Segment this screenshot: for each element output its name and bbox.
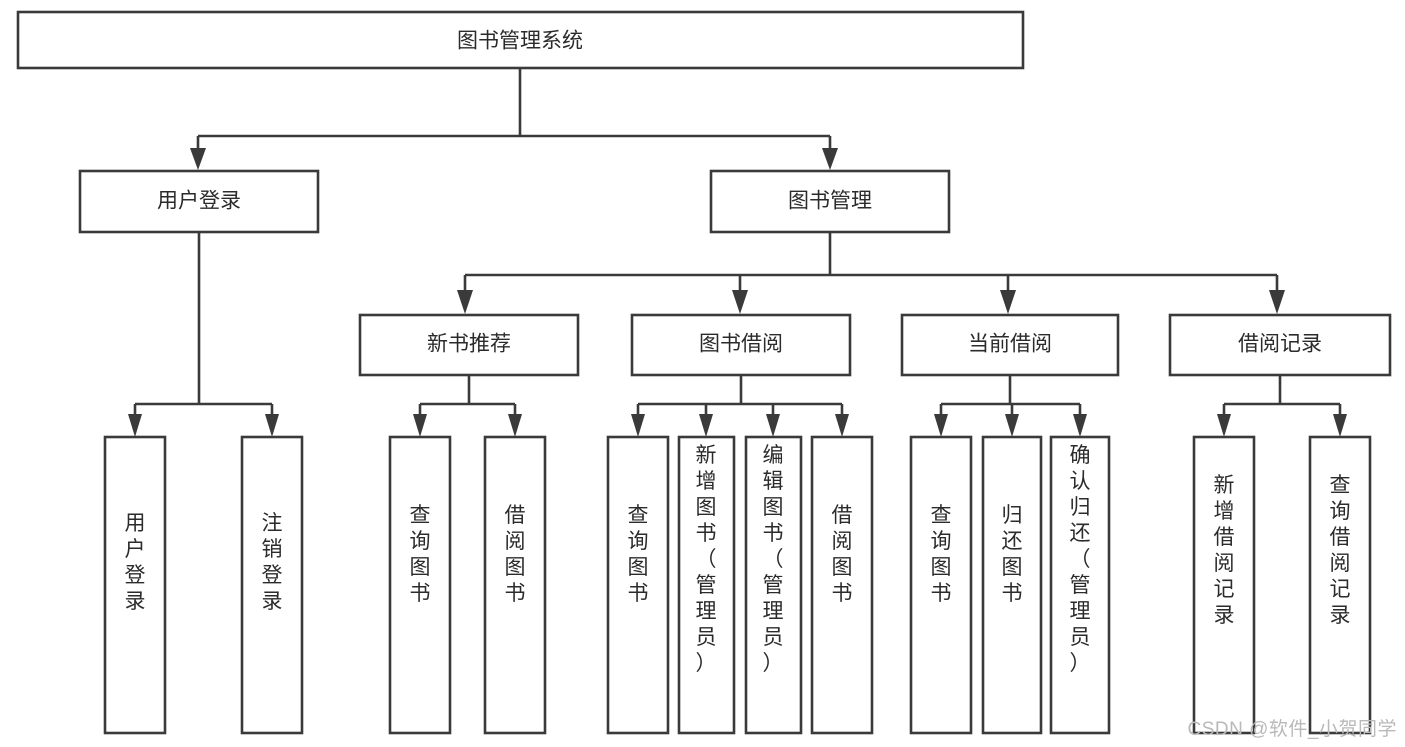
leaf-new-book-1-box[interactable] xyxy=(483,435,547,735)
leaf-current-borrow-0-label: 查询图书 xyxy=(931,504,952,605)
arrowhead-userlogin-0-icon xyxy=(128,414,142,437)
node-root[interactable]: 图书管理系统 xyxy=(16,10,1025,70)
leaf-current-borrow-0-box[interactable] xyxy=(909,435,973,735)
node-book-management-label: 图书管理 xyxy=(788,190,872,213)
leaf-user-login-1-box[interactable] xyxy=(240,435,304,735)
leaf-book-borrow-3-box[interactable] xyxy=(810,435,874,735)
arrowhead-level1-1-icon xyxy=(822,148,838,170)
node-new-book-recommend-box[interactable] xyxy=(358,313,580,377)
leaf-current-borrow-2-label: 确认归还（管理员） xyxy=(1070,444,1091,675)
arrowhead-bookborrow-3-icon xyxy=(835,414,849,437)
leaf-borrow-records-0-box[interactable] xyxy=(1192,435,1256,735)
leaf-book-borrow-3[interactable]: 借阅图书 xyxy=(810,435,874,735)
arrowhead-currentborrow-2-icon xyxy=(1073,414,1087,437)
leaf-user-login-0-box[interactable] xyxy=(103,435,167,735)
node-borrow-records-box[interactable] xyxy=(1168,313,1392,377)
arrowhead-level2-1-icon xyxy=(732,290,748,314)
leaf-user-login-0-label: 用户登录 xyxy=(125,512,146,613)
node-current-borrow-label: 当前借阅 xyxy=(968,333,1052,356)
leaf-current-borrow-1[interactable]: 归还图书 xyxy=(981,435,1043,735)
leaf-new-book-1-label: 借阅图书 xyxy=(505,504,526,605)
leaf-book-borrow-1[interactable]: 新增图书（管理员） xyxy=(677,435,736,735)
arrowhead-level1-0-icon xyxy=(190,148,206,170)
leaf-current-borrow-1-box[interactable] xyxy=(981,435,1043,735)
node-user-login[interactable]: 用户登录 xyxy=(78,169,320,234)
leaf-borrow-records-0-label: 新增借阅记录 xyxy=(1214,474,1235,627)
node-book-management-box[interactable] xyxy=(709,169,951,234)
leaf-book-borrow-1-box[interactable] xyxy=(677,435,736,735)
leaf-user-login-0[interactable]: 用户登录 xyxy=(103,435,167,735)
leaf-book-borrow-3-label: 借阅图书 xyxy=(832,504,853,605)
leaf-borrow-records-1[interactable]: 查询借阅记录 xyxy=(1308,435,1372,735)
leaf-book-borrow-1-label: 新增图书（管理员） xyxy=(696,444,717,675)
node-user-login-label: 用户登录 xyxy=(157,190,241,213)
arrowhead-level2-2-icon xyxy=(1000,290,1016,314)
node-book-management[interactable]: 图书管理 xyxy=(709,169,951,234)
arrowhead-bookborrow-0-icon xyxy=(631,414,645,437)
leaf-book-borrow-0[interactable]: 查询图书 xyxy=(606,435,670,735)
node-new-book-recommend[interactable]: 新书推荐 xyxy=(358,313,580,377)
arrowhead-userlogin-1-icon xyxy=(265,414,279,437)
arrowhead-bookborrow-2-icon xyxy=(766,414,780,437)
leaf-new-book-0-box[interactable] xyxy=(388,435,452,735)
leaf-new-book-1[interactable]: 借阅图书 xyxy=(483,435,547,735)
arrowhead-level2-3-icon xyxy=(1269,290,1285,314)
leaf-book-borrow-0-label: 查询图书 xyxy=(628,504,649,605)
arrowhead-level2-0-icon xyxy=(457,290,473,314)
node-borrow-records-label: 借阅记录 xyxy=(1238,333,1322,356)
node-book-borrow-label: 图书借阅 xyxy=(699,333,783,356)
arrowhead-bookborrow-1-icon xyxy=(699,414,713,437)
leaf-book-borrow-2[interactable]: 编辑图书（管理员） xyxy=(744,435,803,735)
leaf-borrow-records-1-box[interactable] xyxy=(1308,435,1372,735)
leaf-new-book-0-label: 查询图书 xyxy=(410,504,431,605)
leaf-borrow-records-0[interactable]: 新增借阅记录 xyxy=(1192,435,1256,735)
node-book-borrow-box[interactable] xyxy=(630,313,852,377)
leaf-book-borrow-0-box[interactable] xyxy=(606,435,670,735)
leaf-current-borrow-1-label: 归还图书 xyxy=(1002,504,1023,605)
node-book-borrow[interactable]: 图书借阅 xyxy=(630,313,852,377)
node-new-book-recommend-label: 新书推荐 xyxy=(427,333,511,356)
csdn-watermark: CSDN @软件_小贺同学 xyxy=(1187,719,1397,740)
leaf-borrow-records-1-label: 查询借阅记录 xyxy=(1330,474,1351,627)
leaf-book-borrow-2-box[interactable] xyxy=(744,435,803,735)
arrowhead-currentborrow-1-icon xyxy=(1005,414,1019,437)
node-borrow-records[interactable]: 借阅记录 xyxy=(1168,313,1392,377)
leaf-current-borrow-2[interactable]: 确认归还（管理员） xyxy=(1049,435,1111,735)
arrowhead-borrowrecords-1-icon xyxy=(1333,414,1347,437)
leaf-current-borrow-0[interactable]: 查询图书 xyxy=(909,435,973,735)
node-current-borrow[interactable]: 当前借阅 xyxy=(900,313,1120,377)
node-root-label: 图书管理系统 xyxy=(457,30,583,53)
arrowhead-currentborrow-0-icon xyxy=(934,414,948,437)
leaf-book-borrow-2-label: 编辑图书（管理员） xyxy=(763,444,784,675)
leaf-new-book-0[interactable]: 查询图书 xyxy=(388,435,452,735)
arrowhead-newbook-1-icon xyxy=(508,414,522,437)
node-current-borrow-box[interactable] xyxy=(900,313,1120,377)
arrowhead-newbook-0-icon xyxy=(413,414,427,437)
leaf-current-borrow-2-box[interactable] xyxy=(1049,435,1111,735)
arrowhead-borrowrecords-0-icon xyxy=(1217,414,1231,437)
node-root-box[interactable] xyxy=(16,10,1025,70)
leaf-user-login-1-label: 注销登录 xyxy=(262,512,283,613)
leaf-user-login-1[interactable]: 注销登录 xyxy=(240,435,304,735)
